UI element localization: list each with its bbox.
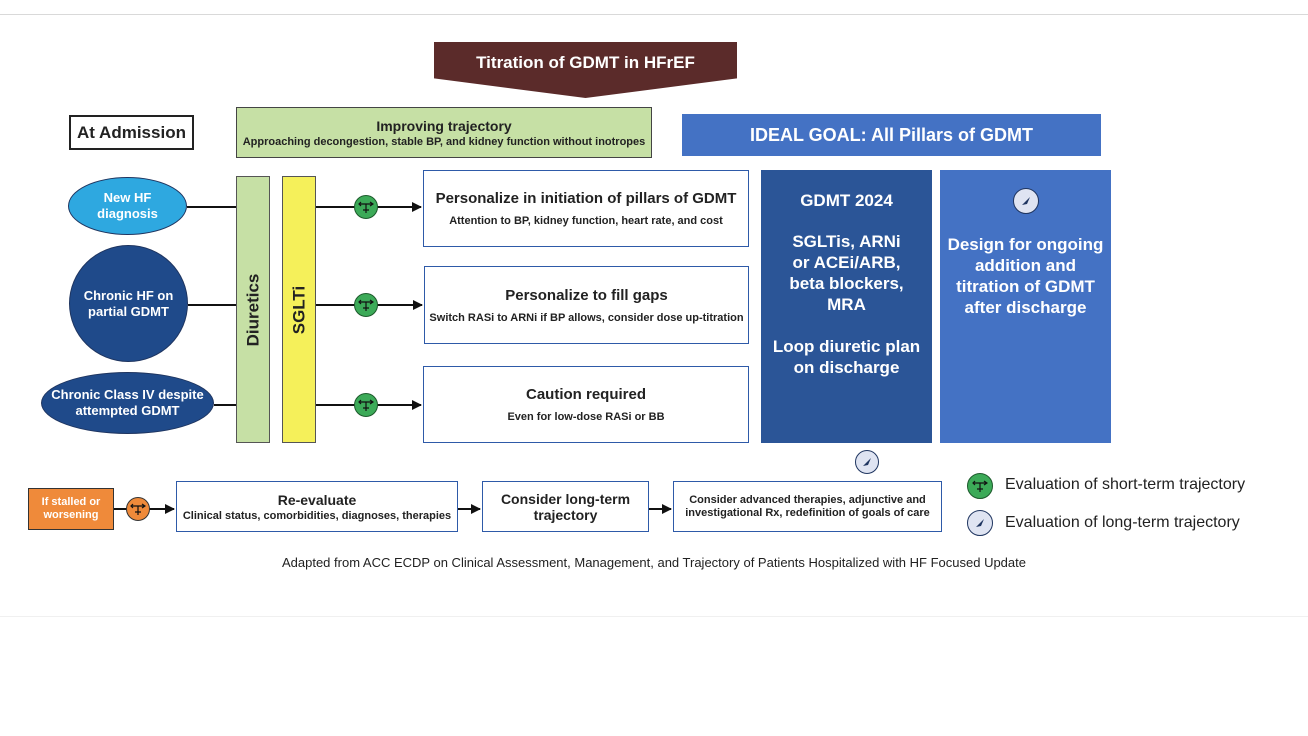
ideal-goal-banner: IDEAL GOAL: All Pillars of GDMT (682, 114, 1101, 156)
patient-new-hf: New HF diagnosis (68, 177, 187, 235)
long-term-line1: Consider long-term (500, 490, 631, 507)
diuretics-label: Diuretics (243, 273, 262, 346)
patient-class-iv: Chronic Class IV despite attempted GDMT (41, 372, 214, 434)
weathervane-icon (126, 497, 150, 521)
pathway-initiation-title: Personalize in initiation of pillars of … (435, 190, 737, 207)
pathway-fill-gaps-subtitle: Switch RASi to ARNi if BP allows, consid… (429, 311, 744, 324)
patient-chronic-partial-line1: Chronic HF on (83, 287, 174, 303)
pathway-initiation: Personalize in initiation of pillars of … (423, 170, 749, 247)
gdmt-2024-heading: GDMT 2024 (800, 191, 893, 210)
pathway-fill-gaps-title: Personalize to fill gaps (505, 286, 668, 304)
patient-class-iv-line1: Chronic Class IV despite (51, 387, 204, 402)
patient-new-hf-line2: diagnosis (97, 206, 158, 221)
advanced-line1: Consider advanced therapies, adjunctive … (689, 493, 926, 506)
diuretic-plan-line: on discharge (793, 358, 900, 377)
design-discharge-box: Design for ongoing addition and titratio… (940, 170, 1111, 443)
stalled-line2: worsening (43, 509, 99, 521)
reevaluate-box: Re-evaluate Clinical status, comorbiditi… (176, 481, 458, 532)
page-title: Titration of GDMT in HFrEF (476, 53, 695, 72)
reevaluate-title: Re-evaluate (277, 491, 357, 508)
weathervane-icon (354, 393, 378, 417)
patient-chronic-partial: Chronic HF on partial GDMT (69, 245, 188, 362)
pathway-caution: Caution required Even for low-dose RASi … (423, 366, 749, 443)
design-line: after discharge (964, 298, 1087, 317)
compass-icon (1012, 188, 1039, 214)
gdmt-drug-line: or ACEi/ARB, (792, 253, 901, 272)
compass-icon (855, 450, 879, 474)
stalled-line1: If stalled or (41, 496, 101, 508)
legend-long-term: Evaluation of long-term trajectory (1005, 514, 1240, 531)
admission-text: At Admission (77, 122, 186, 142)
pathway-initiation-subtitle: Attention to BP, kidney function, heart … (449, 215, 723, 227)
bottom-divider (0, 616, 1308, 617)
patient-class-iv-line2: attempted GDMT (75, 403, 180, 418)
long-term-box: Consider long-term trajectory (482, 481, 649, 532)
weathervane-icon (354, 195, 378, 219)
caption: Adapted from ACC ECDP on Clinical Assess… (281, 555, 1026, 570)
advanced-line2: investigational Rx, redefinition of goal… (685, 506, 930, 519)
pathway-caution-title: Caution required (525, 386, 646, 403)
legend-short-term: Evaluation of short-term trajectory (1005, 476, 1246, 493)
weathervane-icon (354, 293, 378, 317)
gdmt-drug-line: SGLTis, ARNi (792, 232, 901, 251)
reevaluate-subtitle: Clinical status, comorbidities, diagnose… (182, 509, 452, 522)
pathway-caution-subtitle: Even for low-dose RASi or BB (507, 411, 665, 423)
long-term-line2: trajectory (533, 506, 598, 523)
improving-subtitle: Approaching decongestion, stable BP, and… (242, 135, 646, 148)
admission-label: At Admission (69, 115, 194, 150)
improving-title: Improving trajectory (376, 117, 512, 134)
sglti-bar: SGLTi (282, 176, 316, 443)
advanced-therapies-box: Consider advanced therapies, adjunctive … (673, 481, 942, 532)
diuretics-bar: Diuretics (236, 176, 270, 443)
gdmt-drug-line: MRA (827, 295, 866, 314)
compass-icon (967, 510, 993, 536)
design-line: addition and (974, 256, 1077, 275)
patient-new-hf-line1: New HF (103, 190, 152, 205)
stalled-box: If stalled or worsening (28, 488, 114, 530)
diuretic-plan-line: Loop diuretic plan (772, 337, 921, 356)
gdmt-2024-box: GDMT 2024 SGLTis, ARNi or ACEi/ARB, beta… (761, 170, 932, 443)
improving-trajectory-box: Improving trajectory Approaching deconge… (236, 107, 652, 158)
design-line: Design for ongoing (947, 235, 1104, 254)
pathway-fill-gaps: Personalize to fill gaps Switch RASi to … (424, 266, 749, 344)
patient-chronic-partial-line2: partial GDMT (88, 303, 169, 319)
top-divider (0, 14, 1308, 15)
weathervane-icon (967, 473, 993, 499)
gdmt-drug-line: beta blockers, (789, 274, 904, 293)
design-line: titration of GDMT (956, 277, 1095, 296)
sglti-label: SGLTi (289, 285, 308, 334)
ideal-goal-text: IDEAL GOAL: All Pillars of GDMT (749, 124, 1034, 145)
